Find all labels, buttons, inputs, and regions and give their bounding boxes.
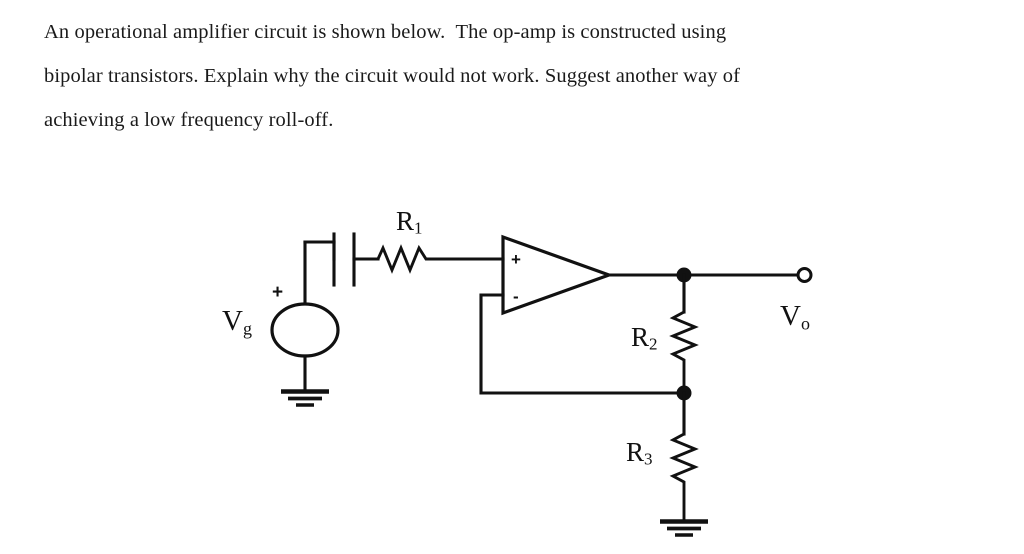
voltage-source-polarity-sign: + [272, 282, 284, 303]
opamp-triangle [501, 234, 614, 316]
resistor-r1-label: R1 [396, 208, 423, 237]
problem-text-line-2: bipolar transistors. Explain why the cir… [44, 65, 741, 87]
voltage-source-symbol [270, 302, 340, 358]
output-terminal-open-circle [796, 267, 813, 283]
voltage-source-label-main: V [222, 305, 243, 337]
opamp-inverting-input-sign: - [513, 287, 519, 306]
resistor-r1-symbol [376, 244, 432, 274]
voltage-source-label: Vg [222, 305, 252, 339]
resistor-r2-label-sub: 2 [649, 334, 658, 354]
resistor-r3-label-main: R [626, 437, 645, 467]
resistor-r2-symbol [669, 310, 699, 393]
resistor-r2-label-main: R [631, 322, 650, 352]
resistor-r1-label-main: R [396, 206, 415, 236]
output-voltage-label-main: V [780, 300, 801, 332]
problem-text-line-3: achieving a low frequency roll-off. [44, 109, 334, 131]
problem-statement: An operational amplifier circuit is show… [44, 10, 994, 142]
resistor-r3-symbol [669, 432, 699, 520]
opamp-noninverting-input-sign: + [511, 250, 521, 269]
resistor-r3-label: R3 [626, 439, 653, 468]
output-voltage-label: Vo [780, 300, 810, 334]
resistor-r2-label: R2 [631, 324, 658, 353]
output-voltage-label-sub: o [800, 313, 810, 334]
feedback-wire [479, 293, 686, 395]
resistor-r1-label-sub: 1 [414, 218, 423, 238]
resistor-r3-label-sub: 3 [644, 449, 653, 469]
voltage-source-label-sub: g [242, 318, 252, 339]
problem-text-line-1: An operational amplifier circuit is show… [44, 21, 727, 43]
